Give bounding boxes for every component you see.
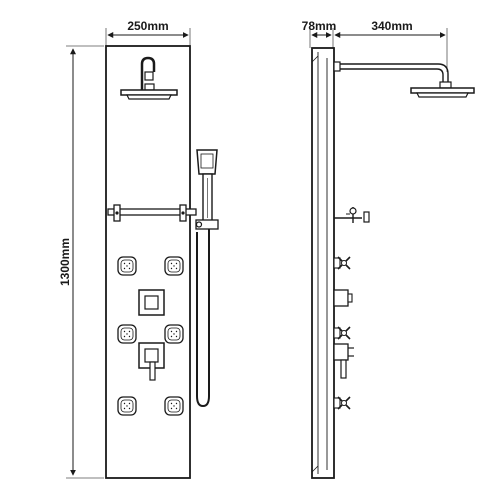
glass-shelf <box>107 204 197 222</box>
height-dimension: 1300mm <box>58 45 104 479</box>
side-jet <box>333 326 351 340</box>
body-jet <box>117 256 137 276</box>
hand-shower <box>195 149 219 230</box>
body-jet <box>117 324 137 344</box>
reach-dimension: 340mm <box>334 19 448 72</box>
side-view: 78mm 340mm <box>302 19 475 479</box>
rain-shower-head-side <box>410 81 475 98</box>
height-label: 1300mm <box>58 238 72 286</box>
depth-label: 78mm <box>302 19 337 33</box>
reach-label: 340mm <box>371 19 412 33</box>
mixer-control <box>138 342 165 381</box>
body-jet <box>164 396 184 416</box>
side-jet <box>333 396 351 410</box>
width-dimension: 250mm <box>105 19 191 46</box>
body-jet <box>164 324 184 344</box>
width-label: 250mm <box>127 19 168 33</box>
body-jet <box>164 256 184 276</box>
side-panel <box>311 47 335 479</box>
side-control <box>333 289 353 307</box>
diverter-control <box>138 289 165 316</box>
rain-shower-head <box>120 56 178 100</box>
shower-hose <box>196 229 210 408</box>
body-jet <box>117 396 137 416</box>
shower-arm <box>333 61 449 82</box>
shelf-bracket-side <box>334 207 370 223</box>
side-mixer <box>333 343 354 379</box>
front-view: 250mm 1300mm <box>58 19 219 479</box>
side-jet <box>333 256 351 270</box>
